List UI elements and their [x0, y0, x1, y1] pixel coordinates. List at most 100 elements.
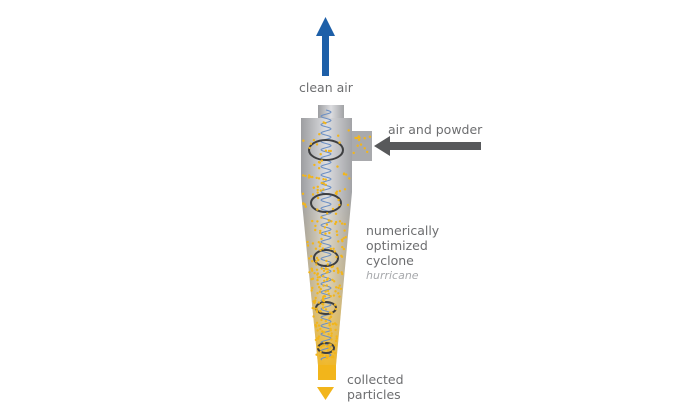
- particle: [307, 174, 311, 177]
- particle: [337, 286, 340, 289]
- particle: [323, 341, 326, 344]
- particle: [315, 307, 318, 310]
- particle: [338, 295, 341, 298]
- particle: [330, 355, 333, 359]
- particle: [333, 322, 337, 325]
- particle: [310, 255, 313, 258]
- particle: [330, 311, 333, 314]
- particle: [311, 193, 315, 196]
- particle: [313, 307, 316, 310]
- particle: [341, 245, 344, 249]
- particle: [313, 272, 316, 275]
- particle: [331, 350, 335, 353]
- particle: [316, 282, 319, 286]
- particle: [328, 347, 331, 350]
- particle: [319, 229, 322, 233]
- particle: [317, 167, 321, 170]
- particle: [342, 247, 346, 251]
- particle: [309, 142, 313, 145]
- particle: [335, 255, 338, 259]
- particle: [333, 351, 337, 355]
- particle: [317, 241, 320, 244]
- particle: [329, 315, 333, 318]
- particle: [326, 268, 329, 271]
- particle: [331, 322, 335, 326]
- particle: [317, 161, 321, 164]
- particle: [323, 279, 326, 282]
- particle: [319, 189, 322, 192]
- particle: [312, 138, 316, 142]
- particle: [331, 207, 335, 211]
- particle: [319, 153, 322, 156]
- particle: [338, 284, 341, 287]
- particle: [331, 265, 335, 268]
- particle: [311, 269, 314, 272]
- particle: [328, 322, 331, 325]
- particle: [334, 339, 338, 343]
- particle: [324, 267, 328, 270]
- particle: [328, 317, 331, 320]
- cyclone-label-line1: numerically: [366, 223, 440, 238]
- particle: [312, 315, 315, 318]
- particle: [328, 343, 331, 346]
- cyclone-description: numerically optimized cyclone hurricane: [366, 223, 439, 283]
- particle: [315, 353, 318, 356]
- particle: [302, 174, 305, 177]
- particle: [302, 139, 305, 142]
- particle: [326, 345, 329, 348]
- particle: [320, 159, 323, 162]
- particle: [333, 250, 337, 253]
- particle: [335, 335, 338, 338]
- particle: [312, 186, 315, 189]
- particle: [363, 137, 366, 140]
- particle: [316, 310, 319, 314]
- particle: [357, 138, 361, 142]
- particle: [356, 144, 359, 147]
- particle: [316, 188, 319, 192]
- particle: [343, 229, 346, 232]
- particle: [311, 306, 314, 310]
- particle: [329, 327, 332, 330]
- particle: [337, 240, 340, 243]
- particle: [311, 277, 315, 280]
- particle: [318, 245, 321, 248]
- particle: [323, 226, 327, 229]
- particle: [321, 306, 325, 309]
- particle: [315, 268, 319, 271]
- collected-particles-arrow: [317, 387, 334, 400]
- particle: [308, 271, 311, 274]
- cyclone-label-line2: optimized: [366, 238, 428, 253]
- particle: [324, 308, 328, 311]
- particle: [311, 260, 314, 263]
- particle: [343, 188, 347, 191]
- particle: [311, 286, 314, 290]
- particle: [310, 267, 314, 271]
- particle: [327, 219, 330, 222]
- particle: [334, 344, 337, 347]
- particle: [315, 263, 318, 266]
- particle: [324, 319, 327, 323]
- particle: [320, 181, 323, 185]
- particle: [326, 289, 330, 292]
- particle: [325, 223, 329, 226]
- particle: [322, 178, 325, 181]
- particle: [320, 318, 323, 322]
- particle: [314, 296, 317, 300]
- particle: [319, 350, 322, 354]
- particle: [334, 328, 337, 332]
- particle: [336, 233, 339, 237]
- particle: [366, 150, 369, 154]
- particle: [314, 228, 317, 232]
- particle: [311, 242, 315, 245]
- particle: [316, 220, 319, 223]
- particle: [319, 310, 322, 313]
- particle: [327, 349, 330, 352]
- particle: [307, 176, 311, 179]
- particle: [319, 242, 322, 246]
- particle: [316, 196, 320, 200]
- particle: [322, 269, 326, 272]
- particle: [311, 175, 314, 179]
- particle: [337, 134, 340, 137]
- particle: [302, 202, 305, 206]
- particle: [317, 301, 321, 304]
